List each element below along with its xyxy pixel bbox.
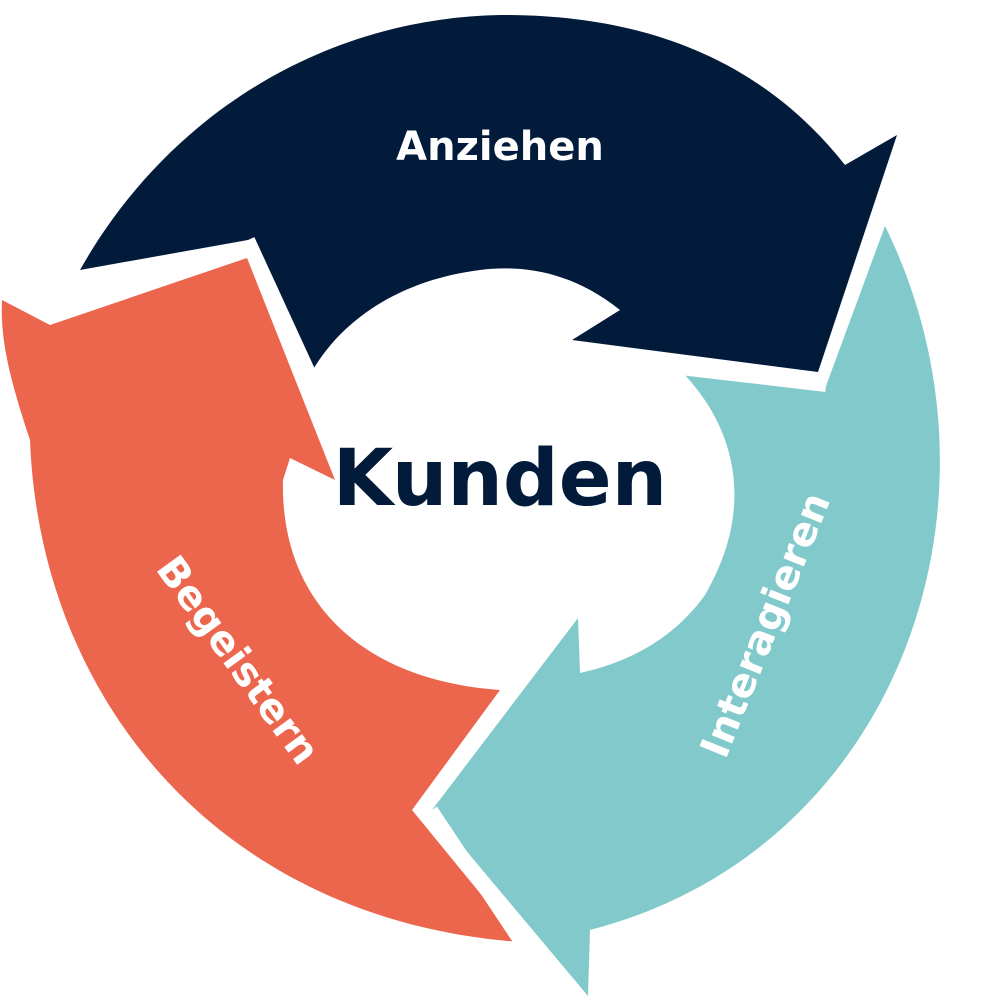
arrow-anziehen — [80, 14, 897, 376]
arrow-interagieren — [432, 226, 940, 996]
arrow-begeistern — [1, 258, 520, 942]
divider-bottom — [427, 806, 525, 946]
divider-right — [671, 362, 827, 392]
segment-label-anziehen: Anziehen — [396, 124, 604, 170]
divider-top-left — [241, 237, 317, 378]
center-label: Kunden — [333, 434, 667, 524]
